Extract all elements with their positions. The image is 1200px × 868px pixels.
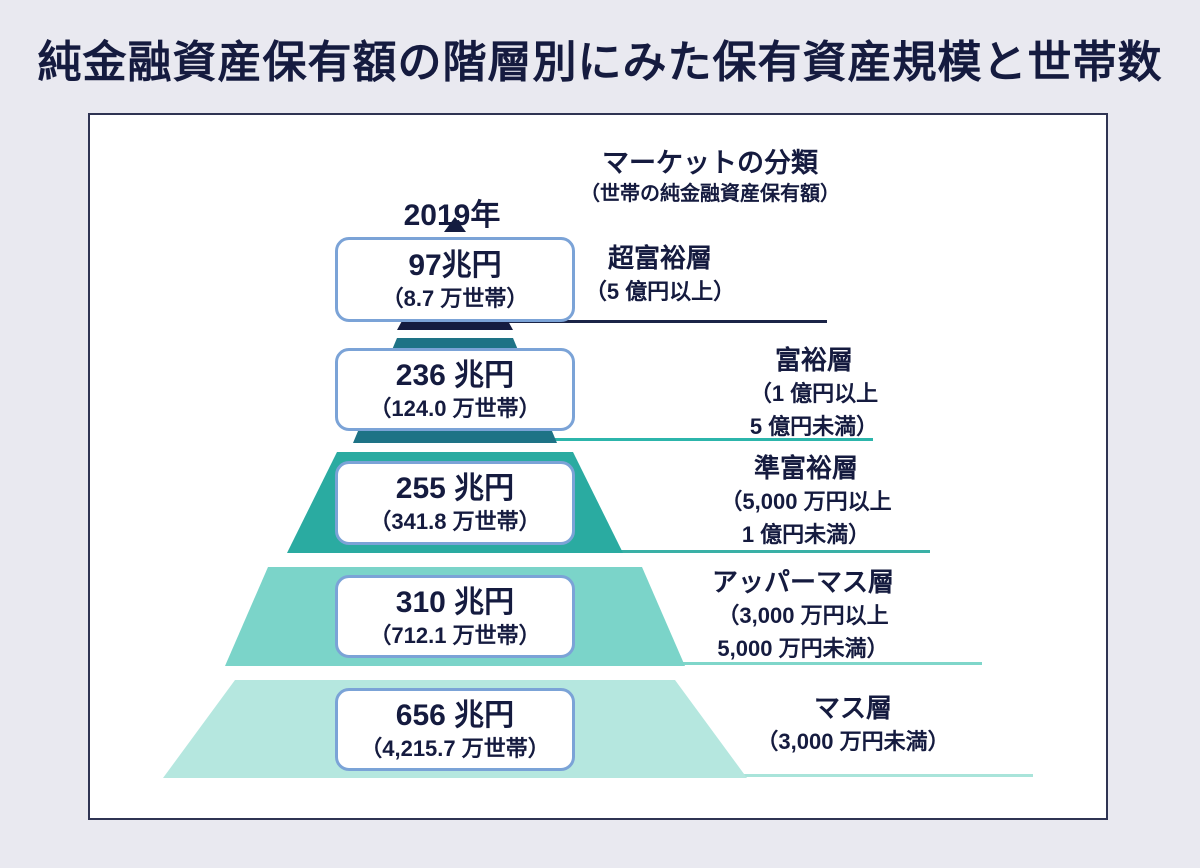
tier-underline-semi-wealthy [455,550,930,553]
tier-label-mass: マス層 （3,000 万円未満） [756,692,949,758]
tier-range-line: （3,000 万円以上 [717,603,889,628]
tier-value-box-wealthy: 236 兆円 （124.0 万世帯） [335,348,575,431]
tier-label-title: マス層 [813,693,893,723]
tier-range-line: 5 億円未満） [749,414,879,439]
page-title: 純金融資産保有額の階層別にみた保有資産規模と世帯数 [37,38,1163,87]
tier-range-line: （3,000 万円未満） [756,729,950,754]
tier-value-box-ultra-wealthy: 97兆円 （8.7 万世帯） [335,237,575,322]
tier-households: （712.1 万世帯） [369,622,541,648]
tier-households: （4,215.7 万世帯） [360,735,550,761]
tier-label-title: 準富裕層 [753,453,859,483]
tier-label-upper-mass: アッパーマス層 （3,000 万円以上 5,000 万円未満） [712,566,894,665]
tier-value-box-upper-mass: 310 兆円 （712.1 万世帯） [335,575,575,658]
tier-range-line: 5,000 万円未満） [717,636,889,661]
legend-title: マーケットの分類 [602,148,818,178]
tier-range-line: （5 億円以上） [584,279,736,304]
tier-range-line: （1 億円以上 [749,381,879,406]
tier-amount: 255 兆円 [395,472,515,505]
tier-underline-ultra-wealthy [455,320,827,323]
tier-households: （8.7 万世帯） [381,285,529,311]
tier-value-box-mass: 656 兆円 （4,215.7 万世帯） [335,688,575,771]
tier-amount: 310 兆円 [395,585,515,619]
tier-label-ultra-wealthy: 超富裕層 （5 億円以上） [585,242,735,308]
tier-value-box-semi-wealthy: 255 兆円 （341.8 万世帯） [335,461,575,545]
tier-amount: 97兆円 [408,248,502,282]
tier-range-line: （5,000 万円以上 [720,489,892,514]
tier-label-semi-wealthy: 準富裕層 （5,000 万円以上 1 億円未満） [720,452,891,551]
tier-underline-upper-mass [455,662,982,665]
tier-amount: 236 兆円 [395,358,515,392]
pyramid-apex-arrow-icon [444,217,466,232]
tier-label-title: 超富裕層 [607,243,713,273]
tier-label-title: アッパーマス層 [711,567,895,597]
tier-amount: 656 兆円 [395,698,515,732]
tier-label-wealthy: 富裕層 （1 億円以上 5 億円未満） [750,344,878,443]
legend-block: マーケットの分類 （世帯の純金融資産保有額） [580,146,840,208]
tier-underline-wealthy [455,438,873,441]
tier-range-line: 1 億円未満） [741,522,871,547]
tier-label-title: 富裕層 [774,345,854,375]
tier-households: （341.8 万世帯） [369,509,541,534]
legend-subtitle: （世帯の純金融資産保有額） [580,183,840,205]
tier-households: （124.0 万世帯） [369,395,541,421]
